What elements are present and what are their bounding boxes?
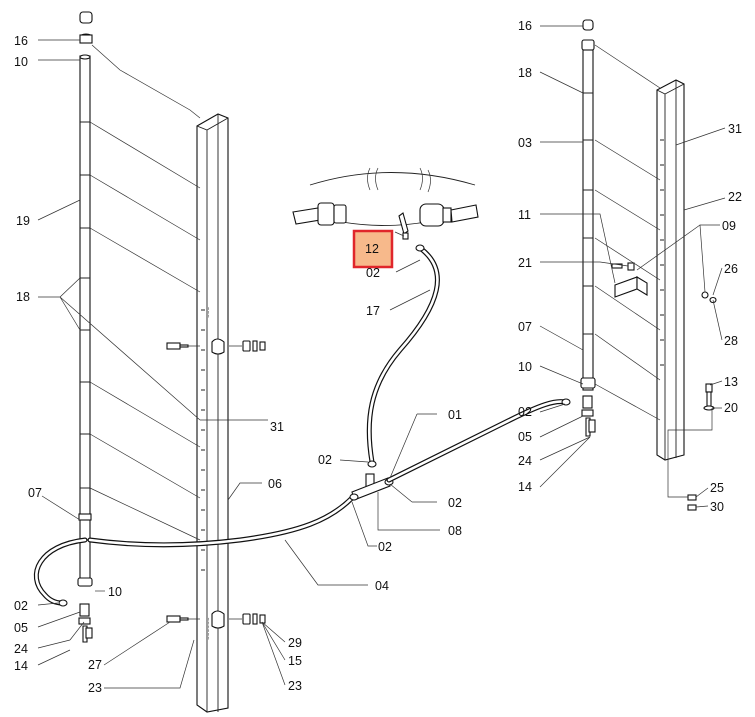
callout-25: 25 — [710, 481, 724, 495]
callout-24-left: 24 — [14, 642, 28, 656]
right-cap-16 — [582, 19, 594, 31]
callout-12-highlighted: 12 — [365, 242, 379, 256]
callout-10-left-bottom: 10 — [108, 585, 122, 599]
callout-02-mid-right: 02 — [448, 496, 462, 510]
callout-19: 19 — [16, 214, 30, 228]
callout-16-left: 16 — [14, 34, 28, 48]
callout-10-right: 10 — [518, 360, 532, 374]
callout-20: 20 — [724, 401, 738, 415]
highlight-box — [352, 229, 394, 269]
callout-21: 21 — [518, 256, 532, 270]
callout-09: 09 — [722, 219, 736, 233]
callout-02-right: 02 — [518, 405, 532, 419]
callout-22: 22 — [728, 190, 742, 204]
left-assembly: ~~~ ~~~~~~ — [33, 11, 355, 713]
callout-16-right: 16 — [518, 19, 532, 33]
callout-02-mid-left: 02 — [318, 453, 332, 467]
callout-23-left: 23 — [88, 681, 102, 695]
middle-assembly — [292, 167, 571, 501]
callout-30: 30 — [710, 500, 724, 514]
callout-14-right: 14 — [518, 480, 532, 494]
callout-02-mid-bottom: 02 — [378, 540, 392, 554]
callout-18-left: 18 — [16, 290, 30, 304]
callout-26: 26 — [724, 262, 738, 276]
left-tube-19 — [79, 55, 91, 587]
callout-14-left: 14 — [14, 659, 28, 673]
callout-10-left-top: 10 — [14, 55, 28, 69]
left-cap-16 — [79, 11, 93, 24]
right-tube-03 — [582, 49, 594, 391]
callout-11: 11 — [518, 208, 531, 222]
right-assembly — [580, 19, 717, 511]
callout-29: 29 — [288, 636, 302, 650]
callout-18-right: 18 — [518, 66, 532, 80]
callout-28: 28 — [724, 334, 738, 348]
callout-15: 15 — [288, 654, 302, 668]
callout-06: 06 — [268, 477, 282, 491]
callout-04: 04 — [375, 579, 389, 593]
svg-text:~~~~~~: ~~~~~~ — [207, 617, 212, 640]
callout-03: 03 — [518, 136, 532, 150]
callout-23-right: 23 — [288, 679, 302, 693]
callout-05-left: 05 — [14, 621, 28, 635]
callout-07-right: 07 — [518, 320, 532, 334]
svg-text:~~~: ~~~ — [207, 306, 212, 318]
callout-27: 27 — [88, 658, 102, 672]
leader-lines — [37, 25, 726, 689]
callout-01: 01 — [448, 408, 462, 422]
callout-17: 17 — [366, 304, 380, 318]
callout-24-right: 24 — [518, 454, 532, 468]
callout-07-left: 07 — [28, 486, 42, 500]
callout-02-top: 02 — [366, 266, 380, 280]
callout-05-right: 05 — [518, 430, 532, 444]
callout-13: 13 — [724, 375, 738, 389]
callout-31-left: 31 — [270, 420, 284, 434]
callout-31-right: 31 — [728, 122, 742, 136]
callout-labels: 16 10 19 18 31 07 06 10 02 05 24 14 27 2… — [14, 19, 742, 695]
callout-02-left: 02 — [14, 599, 28, 613]
callout-08: 08 — [448, 524, 462, 538]
